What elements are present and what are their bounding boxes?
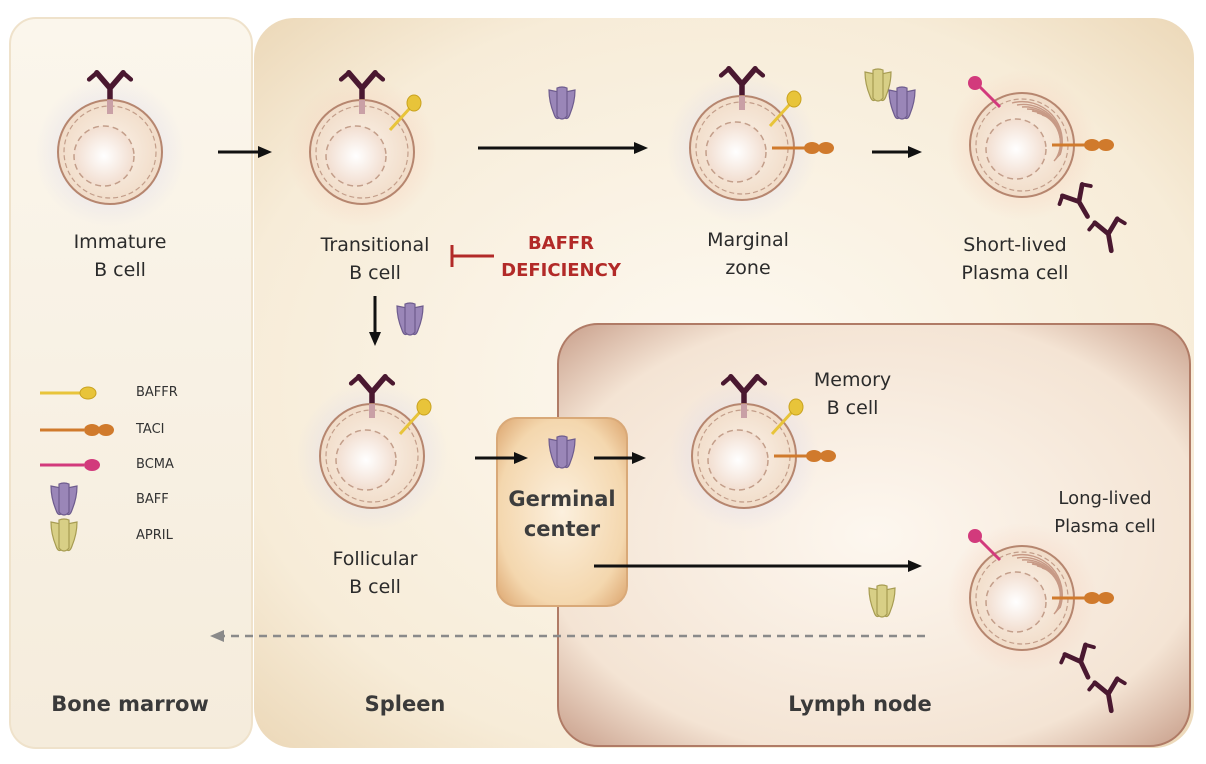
baff-ligand-icon [888,86,916,120]
baffr-receptor-icon [388,94,422,132]
memory-cell [669,374,836,531]
legend-bcma-icon [40,459,100,471]
legend-baff-label: BAFF [136,492,169,507]
legend-taci-label: TACI [136,422,165,437]
bcma-receptor-icon [968,76,1002,109]
legend-taci-icon [40,424,114,436]
antibody-icon [338,70,386,111]
baff-ligand-icon [50,482,78,516]
baff-ligand-icon [548,435,576,469]
antibody-icon [720,374,768,415]
inhibition-bar [450,245,494,267]
antibody-icon [1087,216,1127,254]
taci-receptor-icon [772,142,834,154]
april-ligand-icon [864,68,892,102]
bcma-receptor-icon [968,529,1002,562]
lymph-node-label: Lymph node [788,692,932,716]
marginal-zone-cell [667,66,834,223]
baff-ligand-icon [396,302,424,336]
spleen-label: Spleen [364,692,446,716]
antibody-icon [1087,676,1127,714]
germinal-center-box [496,417,628,607]
immature-cell [35,70,185,227]
legend [40,386,114,552]
baffr-receptor-icon [770,398,804,436]
taci-receptor-icon [774,450,836,462]
antibody-icon [1059,642,1096,680]
taci-receptor-icon [1052,139,1114,151]
baffr-receptor-icon [768,90,802,128]
baff-ligand-icon [548,86,576,120]
arrows [218,142,922,572]
transitional-cell [287,70,437,227]
legend-baffr-icon [40,386,97,400]
legend-april-icon [50,518,78,552]
antibody-icon [1057,182,1093,219]
legend-baffr-label: BAFFR [136,385,178,400]
legend-april-label: APRIL [136,528,173,543]
bone-marrow-label: Bone marrow [51,692,209,716]
return-arrow [210,630,925,642]
legend-baff-icon [50,482,78,516]
legend-bcma-label: BCMA [136,457,174,472]
april-ligand-icon [50,518,78,552]
short-lived-plasma-cell [947,70,1114,220]
april-ligand-icon [868,584,896,618]
baffr-receptor-icon [398,398,432,436]
antibody-icon [718,66,766,107]
long-lived-plasma-cell [947,523,1114,673]
follicular-cell [297,374,447,531]
taci-receptor-icon [1052,592,1114,604]
